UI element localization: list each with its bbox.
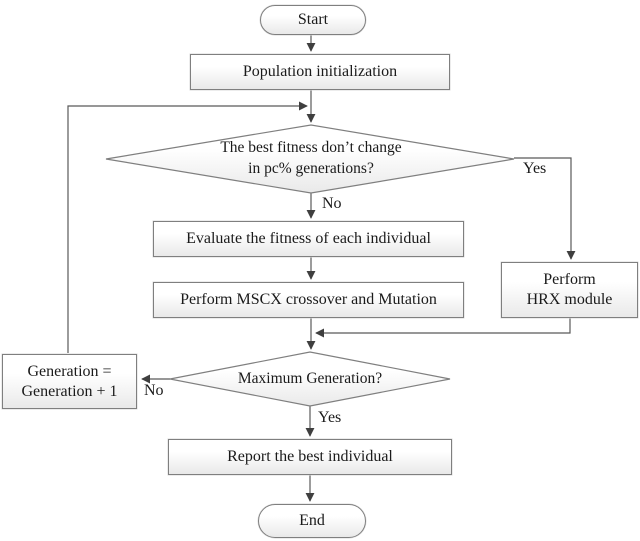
fitness-check-node: The best fitness don’t change in pc% gen… (170, 131, 452, 187)
edge-fitness-check-yes-to-hrx (514, 157, 576, 260)
evaluate-fitness-node: Evaluate the fitness of each individual (153, 221, 464, 257)
generation-increment-label-line2: Generation + 1 (21, 382, 118, 400)
no-label-top: No (322, 195, 342, 212)
edge-hrx-return (315, 318, 571, 338)
yes-label-top: Yes (523, 160, 547, 177)
no-label-bottom: No (144, 382, 164, 399)
generation-increment-node: Generation = Generation + 1 (2, 354, 137, 409)
fitness-check-diamond-shape (105, 124, 515, 194)
hrx-module-label-line1: Perform (543, 271, 596, 288)
yes-label-bottom: Yes (318, 409, 342, 426)
report-best-node: Report the best individual (168, 439, 452, 475)
max-generation-diamond-shape (169, 351, 451, 407)
hrx-module-label-line2: HRX module (526, 291, 613, 308)
max-generation-label: Maximum Generation? (237, 369, 383, 387)
edge-generation-loop-back (67, 101, 308, 353)
evaluate-fitness-label: Evaluate the fitness of each individual (186, 230, 431, 247)
population-initialization-label: Population initialization (242, 63, 398, 80)
start-node: Start (260, 5, 366, 35)
start-label: Start (297, 11, 329, 28)
hrx-module-node: Perform HRX module (501, 262, 638, 318)
mscx-crossover-label: Perform MSCX crossover and Mutation (180, 291, 437, 308)
population-initialization-node: Population initialization (190, 54, 450, 90)
generation-increment-label-line1: Generation = (27, 362, 112, 380)
mscx-crossover-node: Perform MSCX crossover and Mutation (153, 282, 464, 318)
fitness-check-label-line2: in pc% generations? (248, 160, 374, 177)
fitness-check-label-line1: The best fitness don’t change (220, 139, 402, 157)
report-best-label: Report the best individual (227, 448, 393, 465)
end-label: End (299, 512, 325, 529)
end-node: End (258, 504, 366, 538)
max-generation-node: Maximum Generation? (200, 362, 420, 396)
